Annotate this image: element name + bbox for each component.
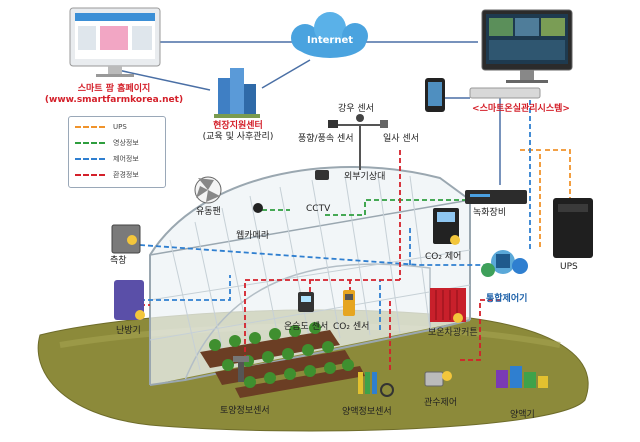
homepage-monitor-icon bbox=[69, 7, 161, 77]
co2-control-device-icon bbox=[433, 208, 460, 245]
legend: UPS 영상정보 제어정보 환경정보 bbox=[68, 116, 166, 188]
web-camera-label: 웹카메라 bbox=[236, 231, 270, 241]
legend-swatch bbox=[75, 142, 105, 144]
curtain-label: 보온차광커튼 bbox=[428, 328, 478, 338]
legend-item-control: 제어정보 bbox=[75, 153, 139, 165]
ups-label: UPS bbox=[560, 262, 578, 272]
dvr-recorder-icon bbox=[465, 190, 527, 204]
cctv-camera-icon bbox=[315, 170, 329, 180]
network-lines bbox=[117, 41, 501, 185]
rain-sensor-label: 강우 센서 bbox=[338, 104, 374, 114]
legend-item-video: 영상정보 bbox=[75, 137, 139, 149]
nutrient-sensor-label: 양액정보센서 bbox=[342, 407, 392, 417]
co2-control-label: CO₂ 제어 bbox=[425, 252, 462, 262]
web-camera-icon bbox=[253, 203, 263, 213]
legend-item-ups: UPS bbox=[75, 121, 127, 133]
mgmt-system-title: <스마트온실관리시스템> bbox=[472, 104, 570, 114]
irrigation-valve-icon bbox=[424, 371, 452, 387]
side-window-label: 측창 bbox=[110, 256, 127, 266]
co2-sensor-label: CO₂ 센서 bbox=[333, 322, 370, 332]
homepage-url[interactable]: (www.smartfarmkorea.net) bbox=[44, 95, 184, 105]
video-line bbox=[262, 199, 470, 216]
smartphone-icon bbox=[425, 78, 445, 112]
legend-label: 제어정보 bbox=[113, 155, 139, 163]
integrated-controller-icon bbox=[481, 250, 528, 277]
homepage-title: 스마트 팜 홈페이지 bbox=[77, 84, 151, 94]
weather-station-icon bbox=[328, 114, 388, 170]
temp-humidity-sensor-label: 온습도 센서 bbox=[284, 322, 329, 332]
fan-label: 유동팬 bbox=[196, 207, 221, 217]
dvr-label: 녹화장비 bbox=[473, 208, 507, 218]
legend-swatch bbox=[75, 174, 105, 176]
legend-swatch bbox=[75, 126, 105, 128]
irrigation-label: 관수제어 bbox=[424, 398, 458, 408]
legend-label: 영상정보 bbox=[113, 139, 139, 147]
side-window-motor-icon bbox=[111, 224, 141, 254]
soil-sensor-icon bbox=[233, 356, 249, 382]
management-monitor-icon bbox=[469, 9, 573, 99]
support-center-building-icon bbox=[214, 68, 260, 118]
soil-sensor-label: 토양정보센서 bbox=[220, 406, 270, 416]
internet-label: Internet bbox=[306, 35, 354, 46]
nutrient-sensor-icon bbox=[358, 372, 394, 397]
legend-swatch bbox=[75, 158, 105, 160]
temp-humidity-sensor-icon bbox=[298, 292, 314, 312]
cctv-label: CCTV bbox=[306, 204, 331, 214]
wind-sensor-label: 풍향/풍속 센서 bbox=[298, 134, 354, 144]
nutrient-machine-label: 양액기 bbox=[510, 410, 535, 420]
weather-station-label: 외부기상대 bbox=[344, 172, 386, 182]
co2-sensor-icon bbox=[343, 290, 355, 316]
legend-label: UPS bbox=[113, 123, 127, 131]
cloud-icon bbox=[291, 12, 368, 58]
solar-sensor-label: 일사 센서 bbox=[383, 134, 419, 144]
ups-unit-icon bbox=[553, 198, 593, 258]
support-center-subtitle: (교육 및 사후관리) bbox=[202, 132, 274, 142]
legend-label: 환경정보 bbox=[113, 171, 139, 179]
heater-icon bbox=[114, 280, 145, 320]
integrated-controller-label: 통합제어기 bbox=[486, 294, 528, 304]
circulation-fan-icon bbox=[194, 176, 222, 204]
support-center-title: 현장지원센터 bbox=[213, 121, 263, 131]
nutrient-machine-icon bbox=[496, 366, 548, 388]
legend-item-environment: 환경정보 bbox=[75, 169, 139, 181]
heater-label: 난방기 bbox=[116, 326, 141, 336]
curtain-icon bbox=[430, 288, 466, 323]
control-line bbox=[139, 100, 531, 330]
